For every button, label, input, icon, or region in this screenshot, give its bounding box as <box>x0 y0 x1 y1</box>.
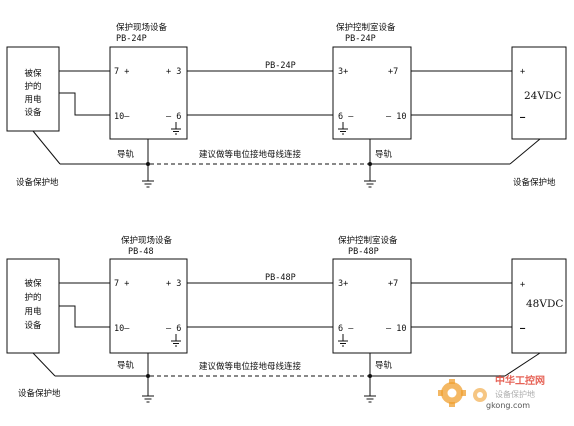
field-pin-10: 10– <box>114 324 130 334</box>
rail-label-right: 导轨 <box>375 149 393 160</box>
load-label-line-1: 被保 <box>24 278 42 289</box>
earth-ground-icon-right <box>364 395 376 403</box>
field-pin-3: + 3 <box>166 279 181 289</box>
control-device-box <box>332 46 412 140</box>
watermark-brand: 中华工控网 <box>495 374 545 387</box>
control-pin-7: +7 <box>388 279 398 289</box>
field-device-box <box>109 46 188 140</box>
cable-label: PB-48P <box>265 273 296 283</box>
wire-negative-load <box>59 92 110 116</box>
control-pin-6: 6 – <box>338 324 354 334</box>
supply-negative-terminal: – <box>520 113 526 123</box>
bonding-note: 建议做等电位接地母线连接 <box>199 361 302 372</box>
control-pin-10: – 10 <box>386 112 406 122</box>
watermark-overlay-text: 设备保护地 <box>495 389 535 399</box>
earth-ground-icon-left <box>142 180 154 188</box>
load-label-line-3: 用电 <box>24 306 42 317</box>
section-48vdc: 被保 护的 用电 设备 保护现场设备 PB-48 7 + + 3 10– – 6… <box>6 235 567 403</box>
field-device-box <box>109 258 188 354</box>
control-device-box <box>332 258 412 354</box>
watermark: 中华工控网 设备保护地 gkong.com <box>438 374 545 410</box>
field-device-title: 保护现场设备 <box>116 22 168 33</box>
section-24vdc: 被保 护的 用电 设备 保护现场设备 PB-24P 7 + + 3 10– – … <box>6 22 567 188</box>
ground-label-left: 设备保护地 <box>16 177 59 188</box>
wire-negative-load <box>59 305 110 328</box>
load-label-line-2: 护的 <box>24 292 41 303</box>
field-device-title: 保护现场设备 <box>121 235 173 246</box>
gear-icon-small <box>473 388 487 402</box>
supply-positive-terminal: + <box>520 280 525 290</box>
load-label-line-4: 设备 <box>24 320 42 331</box>
earth-ground-icon-right <box>364 180 376 188</box>
field-pin-7: 7 + <box>114 67 129 77</box>
field-pin-3: + 3 <box>166 67 181 77</box>
rail-label-right: 导轨 <box>375 360 393 371</box>
earth-ground-icon-left <box>142 395 154 403</box>
field-pin-6: – 6 <box>166 112 181 122</box>
supply-negative-terminal: – <box>520 324 526 334</box>
control-device-model: PB-48P <box>348 247 379 257</box>
control-device-title: 保护控制室设备 <box>338 235 398 246</box>
control-device-model: PB-24P <box>345 34 376 44</box>
cable-label: PB-24P <box>265 61 296 71</box>
supply-box <box>511 46 567 140</box>
control-internal-ground-icon <box>338 122 348 135</box>
ground-bus-left-diagonal <box>32 352 56 377</box>
load-label-line-2: 护的 <box>24 81 41 92</box>
watermark-url: gkong.com <box>486 401 530 410</box>
control-pin-6: 6 – <box>338 112 354 122</box>
load-device-box <box>6 258 60 354</box>
ground-bus-right-diagonal <box>504 352 541 377</box>
supply-positive-terminal: + <box>520 67 525 77</box>
field-pin-6: – 6 <box>166 324 181 334</box>
control-pin-7: +7 <box>388 67 398 77</box>
supply-voltage-label: 24VDC <box>524 90 561 102</box>
control-device-title: 保护控制室设备 <box>336 22 396 33</box>
ground-bus-right-diagonal <box>509 138 541 165</box>
field-pin-7: 7 + <box>114 279 129 289</box>
control-pin-3: 3+ <box>338 279 348 289</box>
field-pin-10: 10– <box>114 112 130 122</box>
field-device-model: PB-24P <box>116 34 147 44</box>
rail-label-left: 导轨 <box>117 360 135 371</box>
field-internal-ground-icon <box>171 122 181 135</box>
gear-icon <box>438 379 466 407</box>
load-label-line-4: 设备 <box>24 107 42 118</box>
ground-label-left: 设备保护地 <box>18 388 61 399</box>
supply-voltage-label: 48VDC <box>526 298 563 310</box>
control-internal-ground-icon <box>338 334 348 347</box>
control-pin-3: 3+ <box>338 67 348 77</box>
load-label-line-1: 被保 <box>24 68 42 79</box>
field-device-model: PB-48 <box>128 247 154 257</box>
bonding-note: 建议做等电位接地母线连接 <box>199 149 302 160</box>
control-pin-10: – 10 <box>386 324 406 334</box>
ground-label-right: 设备保护地 <box>513 177 556 188</box>
load-label-line-3: 用电 <box>24 94 42 105</box>
ground-bus-left-diagonal <box>32 130 61 165</box>
supply-box <box>511 258 567 354</box>
rail-label-left: 导轨 <box>117 149 135 160</box>
field-internal-ground-icon <box>171 334 181 347</box>
